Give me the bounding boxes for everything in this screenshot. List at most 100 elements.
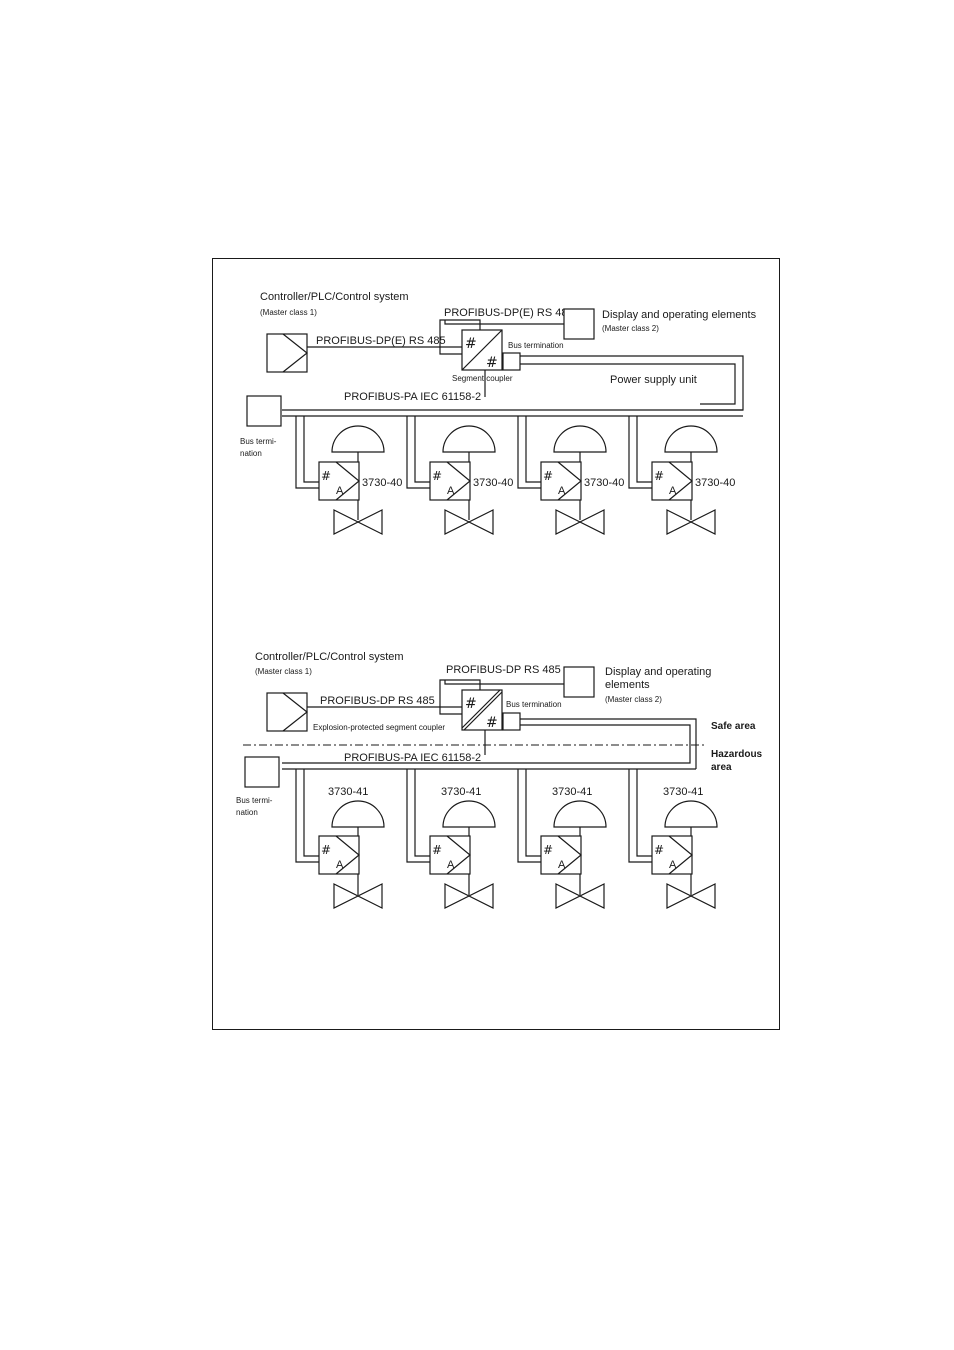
- bottom-device-2-a: A: [447, 859, 455, 871]
- bottom-device-4: 3730-41 # A: [628, 769, 718, 909]
- bottom-device-3-drop-a: [517, 769, 541, 863]
- top-device-3-positioner-symbol: [557, 461, 582, 501]
- top-coupler-hash-2: #: [486, 355, 498, 371]
- bottom-device-2-actuator: [442, 800, 496, 828]
- top-device-2-actuator: [442, 425, 496, 453]
- top-device-2-positioner-symbol: [446, 461, 471, 501]
- top-controller-label: Controller/PLC/Control system: [260, 291, 409, 303]
- top-device-3-label: 3730-40: [584, 477, 624, 489]
- top-device-1-drop-b: [303, 416, 319, 483]
- bottom-bus-termination-box: [502, 712, 521, 731]
- top-coupler-diagonal: [461, 329, 503, 371]
- top-controller-box: [266, 333, 308, 373]
- top-controller-symbol: [282, 333, 308, 373]
- bottom-device-1-valve-right: [356, 883, 383, 909]
- top-display-sub: (Master class 2): [602, 324, 659, 333]
- bottom-loop-inner: [282, 724, 691, 764]
- top-device-3-valve-left: [555, 509, 582, 535]
- bottom-device-1-a: A: [336, 859, 344, 871]
- bottom-device-1-label: 3730-41: [328, 786, 368, 798]
- top-device-4-positioner: [651, 461, 693, 501]
- bottom-device-1: 3730-41 # A: [295, 769, 385, 909]
- bottom-device-3-a: A: [558, 859, 566, 871]
- top-device-3-valve-right: [578, 509, 605, 535]
- bottom-device-2-hash: #: [432, 843, 442, 857]
- bottom-left-bus-termination: [244, 756, 280, 788]
- bottom-device-4-label: 3730-41: [663, 786, 703, 798]
- bottom-coupler-hash-2: #: [486, 715, 498, 731]
- top-device-1-label: 3730-40: [362, 477, 402, 489]
- top-device-3-hash: #: [543, 469, 553, 483]
- top-device-1: # A 3730-40: [295, 416, 402, 535]
- top-dp-display-line-a: [439, 319, 481, 355]
- top-left-bus-term-label-2: nation: [240, 449, 262, 458]
- bottom-display-sub: (Master class 2): [605, 695, 662, 704]
- top-display-label: Display and operating elements: [602, 309, 757, 321]
- bottom-dp-master-label: PROFIBUS-DP RS 485: [320, 695, 435, 707]
- bottom-segment-coupler: [461, 689, 503, 731]
- bottom-device-1-drop-a: [295, 769, 319, 863]
- top-left-bus-term-label-1: Bus termi-: [240, 437, 277, 446]
- bottom-dp-display-line-a: [439, 679, 481, 715]
- top-left-bus-termination: [246, 395, 282, 427]
- bottom-device-4-valve-left: [666, 883, 693, 909]
- bottom-left-bus-term-label-2: nation: [236, 808, 258, 817]
- top-bus-termination-box: [502, 352, 521, 371]
- bottom-controller-sub: (Master class 1): [255, 667, 312, 676]
- bottom-device-2-valve-right: [467, 883, 494, 909]
- bottom-device-4-positioner-symbol: [668, 835, 693, 875]
- top-power-line-inner: [520, 363, 736, 405]
- bottom-device-2-positioner: [429, 835, 471, 875]
- diagram-frame: [212, 258, 780, 1030]
- bottom-device-2-label: 3730-41: [441, 786, 481, 798]
- top-device-3: # A 3730-40: [517, 416, 624, 535]
- bottom-display-label-2: elements: [605, 679, 650, 691]
- bottom-device-3-drop-b: [525, 769, 541, 857]
- top-device-2-label: 3730-40: [473, 477, 513, 489]
- top-device-4-valve-right: [689, 509, 716, 535]
- top-device-3-drop-b: [525, 416, 541, 483]
- top-device-3-a: A: [558, 485, 566, 497]
- bottom-loop-outer: [520, 718, 697, 769]
- top-dp-display-line-b: [444, 320, 564, 325]
- top-device-1-valve-right: [356, 509, 383, 535]
- bottom-device-1-positioner: [318, 835, 360, 875]
- bottom-dp-display-line-b: [444, 680, 564, 685]
- bottom-device-3-hash: #: [543, 843, 553, 857]
- top-coupler-hash-1: #: [465, 336, 477, 352]
- top-device-1-valve-left: [333, 509, 360, 535]
- top-device-1-a: A: [336, 485, 344, 497]
- bottom-device-4-positioner: [651, 835, 693, 875]
- bottom-dp-display-label: PROFIBUS-DP RS 485: [446, 664, 561, 676]
- bottom-device-1-actuator: [331, 800, 385, 828]
- top-device-3-positioner: [540, 461, 582, 501]
- top-device-4-label: 3730-40: [695, 477, 735, 489]
- bottom-display-box: [563, 666, 595, 698]
- top-device-4-hash: #: [654, 469, 664, 483]
- top-device-1-drop-a: [295, 416, 319, 489]
- top-device-3-actuator: [553, 425, 607, 453]
- top-device-3-drop-a: [517, 416, 541, 489]
- top-device-1-actuator: [331, 425, 385, 453]
- bottom-device-1-positioner-symbol: [335, 835, 360, 875]
- bottom-bus-termination-label: Bus termination: [506, 700, 562, 709]
- bottom-device-3-label: 3730-41: [552, 786, 592, 798]
- top-device-2-positioner: [429, 461, 471, 501]
- top-dp-display-label: PROFIBUS-DP(E) RS 485: [444, 307, 574, 319]
- top-device-2-drop-b: [414, 416, 430, 483]
- safe-area-label: Safe area: [711, 721, 756, 732]
- bottom-device-3-actuator: [553, 800, 607, 828]
- bottom-device-2-drop-a: [406, 769, 430, 863]
- bottom-display-label-1: Display and operating: [605, 666, 711, 678]
- top-device-2-drop-a: [406, 416, 430, 489]
- bottom-device-4-actuator: [664, 800, 718, 828]
- bottom-device-4-valve-right: [689, 883, 716, 909]
- top-device-2-hash: #: [432, 469, 442, 483]
- bottom-device-2-positioner-symbol: [446, 835, 471, 875]
- top-device-2-valve-right: [467, 509, 494, 535]
- bottom-device-4-drop-a: [628, 769, 652, 863]
- bottom-diagram: Controller/PLC/Control system (Master cl…: [236, 651, 763, 909]
- top-bus-termination-label: Bus termination: [508, 341, 564, 350]
- top-device-1-hash: #: [321, 469, 331, 483]
